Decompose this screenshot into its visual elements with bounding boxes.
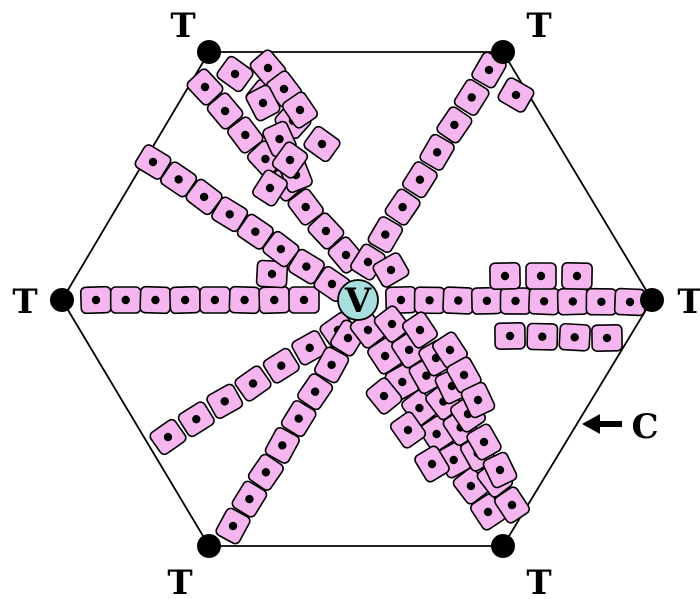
hepatocyte bbox=[586, 289, 616, 315]
hepatocyte bbox=[559, 323, 590, 351]
triad-label-left: T bbox=[12, 282, 37, 322]
triad-label-bottom-left: T bbox=[167, 563, 192, 599]
hepatocyte bbox=[140, 286, 171, 313]
hepatocyte bbox=[500, 288, 530, 314]
hepatocyte bbox=[490, 263, 520, 290]
hepatocyte bbox=[259, 286, 290, 313]
triad-label-bottom-right: T bbox=[526, 563, 551, 599]
capsule-arrow bbox=[582, 414, 622, 434]
portal-triad-left bbox=[50, 288, 74, 312]
hepatocyte bbox=[111, 287, 141, 313]
triad-label-top-right: T bbox=[526, 6, 551, 46]
capsule-label: C bbox=[631, 407, 658, 447]
portal-triad-bottom-right bbox=[491, 534, 515, 558]
central-vein-label: V bbox=[344, 281, 372, 321]
triad-label-top-left: T bbox=[170, 6, 195, 46]
hepatocyte bbox=[472, 287, 503, 314]
hepatocyte bbox=[414, 287, 444, 313]
hepatocyte bbox=[526, 263, 556, 289]
hepatocyte bbox=[289, 287, 319, 313]
hepatocyte bbox=[302, 125, 342, 164]
hepatocyte bbox=[229, 286, 260, 313]
hepatocyte bbox=[529, 288, 560, 315]
hepatocyte bbox=[557, 288, 588, 315]
hepatocyte bbox=[495, 323, 525, 349]
hepatocyte bbox=[592, 325, 622, 351]
hepatocyte bbox=[443, 287, 474, 314]
hepatocyte bbox=[527, 323, 558, 350]
hepatocyte bbox=[81, 286, 112, 313]
hepatocyte bbox=[497, 76, 536, 114]
triad-label-right: T bbox=[677, 282, 700, 322]
portal-triad-bottom-left bbox=[197, 534, 221, 558]
portal-triad-top-left bbox=[197, 40, 221, 64]
portal-triad-top-right bbox=[491, 40, 515, 64]
portal-triad-right bbox=[640, 288, 664, 312]
hepatocyte bbox=[200, 287, 230, 313]
hepatocyte bbox=[562, 263, 592, 290]
hepatocyte bbox=[170, 286, 201, 313]
